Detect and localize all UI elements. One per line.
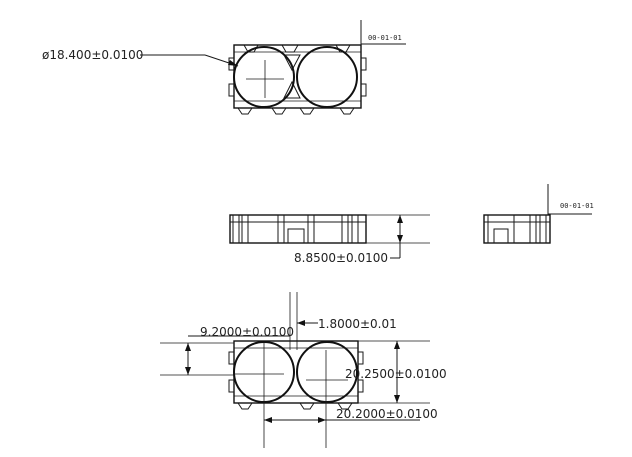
offset-label: 9.2000±0.0100 [200,325,294,339]
end-view-part-tag: 00-01-01 [560,202,594,210]
bottom-view: 9.2000±0.0100 1.8000±0.01 20.2500±0.0100… [160,292,447,448]
height-label: 20.2500±0.0100 [345,367,447,381]
width-label: 20.2000±0.0100 [336,407,438,421]
diameter-label: ø18.400±0.0100 [42,48,143,62]
top-view: ø18.400±0.0100 00-01-01 [42,20,406,115]
side-view: 8.8500±0.0100 [229,214,430,265]
top-view-part-tag: 00-01-01 [368,34,402,42]
side-height-label: 8.8500±0.0100 [294,251,388,265]
end-view: 00-01-01 [483,184,594,244]
wall-label: 1.8000±0.01 [318,317,397,331]
